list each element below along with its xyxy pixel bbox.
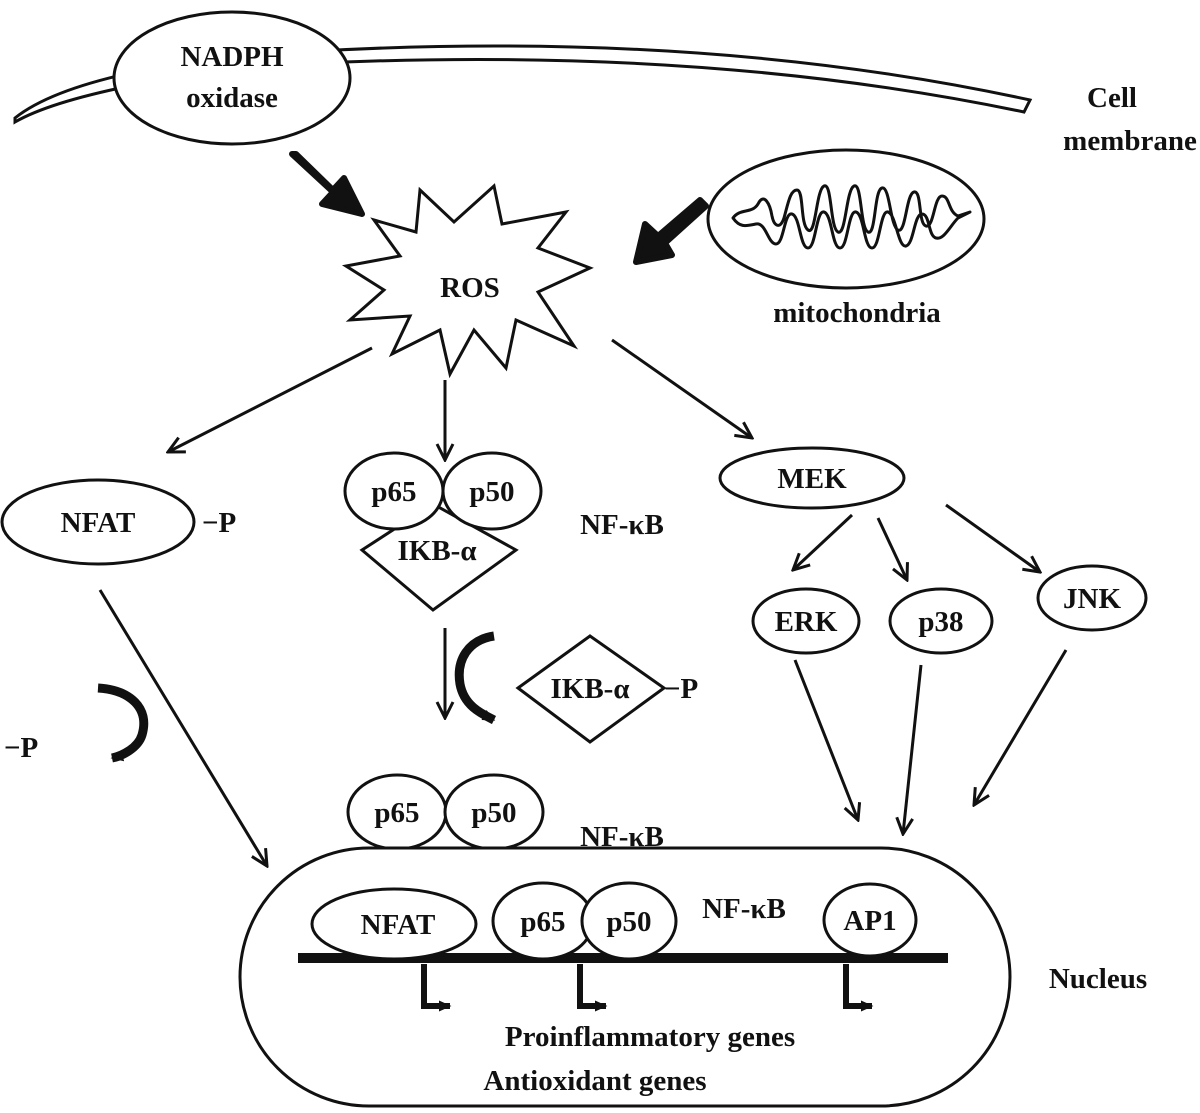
jnk-ellipse (1036, 564, 1148, 632)
nfkb-label-upper: NF-κB (580, 509, 664, 541)
ros-starburst (341, 183, 594, 379)
ros-to-mek-arrow (611, 338, 752, 438)
dephosphorylation-label: −P (4, 732, 38, 764)
ikb-alpha-label: IKB-α (397, 535, 476, 567)
mek-ellipse (718, 446, 906, 510)
p38-to-nucleus-arrow (903, 664, 923, 834)
ap1-ellipse (822, 882, 918, 958)
mek-label: MEK (777, 463, 847, 495)
nfat-ellipse (0, 478, 196, 566)
nadph-to-ros-thick-arrow (289, 151, 365, 217)
mek-to-erk-arrow (793, 513, 854, 570)
p38-ellipse (888, 587, 994, 655)
mek-to-jnk-arrow (945, 503, 1040, 572)
erk-ellipse (751, 587, 861, 655)
nuclear-p50-label: p50 (606, 906, 651, 938)
ros-to-nfat-arrow (168, 346, 373, 452)
p50-label: p50 (469, 476, 514, 508)
nadph-label-line2: oxidase (186, 82, 278, 114)
cell-membrane-label-line1: Cell (1087, 82, 1137, 114)
jnk-to-nucleus-arrow (974, 649, 1068, 805)
p65-label: p65 (371, 476, 416, 508)
ikb-alpha-phospho-label: IKB-α (550, 673, 629, 705)
free-p50-label: p50 (471, 797, 516, 829)
nfat-phosphate-label: −P (202, 507, 236, 539)
cell-membrane-label-line2: membrane (1063, 125, 1197, 157)
ap1-label: AP1 (843, 905, 896, 937)
dephosphorylation-curved-arrow (97, 683, 149, 763)
transcription-arrow-nfat (421, 964, 452, 1012)
nfat-to-nucleus-arrow (98, 589, 267, 866)
transcription-arrow-ap1 (843, 964, 874, 1012)
nuclear-p50-ellipse (580, 881, 678, 961)
transcription-arrow-nfkb (577, 964, 608, 1012)
p50-ellipse (441, 451, 543, 531)
nadph-label-line1: NADPH (180, 41, 284, 73)
mek-to-p38-arrow (876, 517, 907, 580)
free-p65-label: p65 (374, 797, 419, 829)
ikb-phosphorylation-curved-arrow (454, 631, 497, 725)
ikb-alpha-phosphate-label: −P (664, 673, 698, 705)
nfkb-label-nucleus: NF-κB (702, 893, 786, 925)
p38-label: p38 (918, 606, 963, 638)
mitochondria-cristae (731, 184, 972, 250)
ikb-alpha-phospho-diamond (515, 634, 667, 744)
jnk-label: JNK (1063, 583, 1121, 615)
nuclear-nfat-ellipse (310, 887, 478, 961)
antioxidant-genes-label: Antioxidant genes (483, 1065, 706, 1097)
erk-label: ERK (775, 606, 838, 638)
mitochondria-label: mitochondria (773, 297, 941, 329)
erk-to-nucleus-arrow (793, 659, 858, 820)
nuclear-p65-label: p65 (520, 906, 565, 938)
mito-to-ros-thick-arrow (633, 197, 709, 265)
nucleus-label: Nucleus (1049, 963, 1147, 995)
ros-label: ROS (440, 272, 500, 304)
proinflammatory-genes-label: Proinflammatory genes (505, 1021, 795, 1053)
nfat-label: NFAT (61, 507, 136, 539)
nuclear-nfat-label: NFAT (361, 909, 436, 941)
nadph-oxidase-ellipse (112, 10, 352, 146)
